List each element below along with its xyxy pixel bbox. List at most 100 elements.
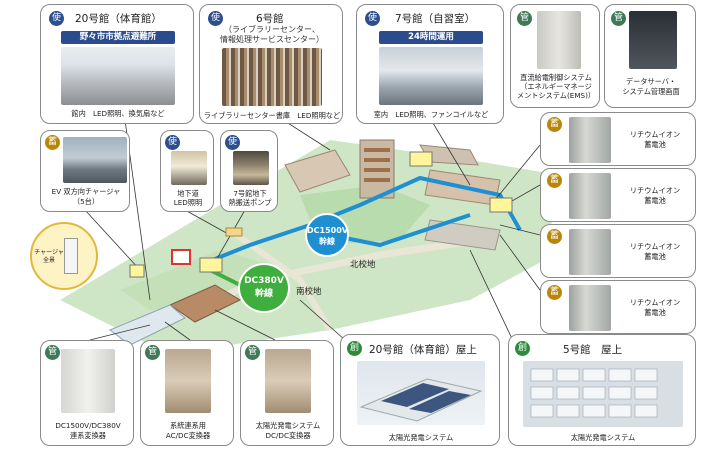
dataserver-caption-2: システム管理画面	[622, 87, 680, 96]
equipment-markers	[129, 151, 513, 278]
battery-caption-1: リチウムイオン	[629, 130, 681, 139]
mgmt-badge: 管	[45, 345, 60, 360]
library-caption: ライブラリーセンター書庫 LED照明など	[203, 111, 341, 120]
use-badge: 使	[165, 135, 180, 150]
ems-caption-3: メントシステム(EMS)）	[516, 91, 596, 100]
gen-badge: 創	[347, 341, 362, 356]
dc-converter-photo	[61, 349, 115, 413]
gym-caption: 館内 LED照明、換気扇など	[71, 109, 165, 118]
bubble-caption-2: 全景	[42, 257, 55, 264]
solar-array-graphic	[523, 361, 683, 427]
underpass-caption-2: LED照明	[173, 198, 203, 207]
acdc-converter-caption-2: AC/DC変換器	[165, 431, 211, 440]
store-badge: 蓄	[547, 285, 562, 300]
battery-photo	[569, 117, 611, 163]
evacuation-banner: 野々市市拠点避難所	[61, 31, 175, 44]
use-badge: 使	[225, 135, 240, 150]
ems-cabinet-photo	[537, 11, 581, 69]
store-badge: 蓄	[45, 135, 60, 150]
dc380-trunk-label: DC380V 幹線	[238, 263, 290, 313]
battery-photo	[569, 285, 611, 331]
roof5-caption: 太陽光発電システム	[570, 433, 636, 442]
ems-card: 管 直流給電制御システム （エネルギーマネージ メントシステム(EMS)）	[510, 4, 600, 108]
north-campus-label: 北校地	[350, 260, 376, 270]
roof20-card: 創 20号館（体育館）屋上 太陽光発電システム	[340, 334, 500, 446]
underpass-card: 使 地下道 LED照明	[160, 130, 214, 212]
battery-caption-2: 蓄電池	[644, 308, 666, 317]
library-subtitle-1: （ライブラリーセンター、	[224, 25, 320, 34]
bubble-caption-1: チャージャ	[34, 249, 64, 256]
dc1500-trunk-line	[199, 175, 522, 267]
dc380-trunk-text: 幹線	[254, 289, 273, 299]
dc-converter-card: 管 DC1500V/DC380V 連系変換器	[40, 340, 134, 446]
battery-card-4: 蓄 リチウムイオン 蓄電池	[540, 280, 696, 334]
battery-caption-1: リチウムイオン	[629, 186, 681, 195]
battery-photo	[569, 173, 611, 219]
dc-converter-caption-1: DC1500V/DC380V	[55, 421, 121, 430]
dataserver-photo	[629, 11, 677, 69]
selfstudy-caption: 室内 LED照明、ファンコイルなど	[373, 110, 489, 119]
roof20-caption: 太陽光発電システム	[388, 433, 454, 442]
gym-photo	[61, 47, 175, 105]
mgmt-badge: 管	[517, 11, 532, 26]
dc-converter-caption-2: 連系変換器	[70, 431, 106, 440]
ev-charger-card: 蓄 EV 双方向チャージャ （5台）	[40, 130, 130, 212]
pv-dcdc-caption-2: DC/DC変換器	[265, 431, 311, 440]
ev-caption-1: EV 双方向チャージャ	[51, 187, 121, 196]
battery-card-2: 蓄 リチウムイオン 蓄電池	[540, 168, 696, 222]
ems-caption-1: 直流給電制御システム	[520, 73, 592, 82]
library-subtitle-2: 情報処理サービスセンター）	[220, 35, 324, 44]
mgmt-badge: 管	[145, 345, 160, 360]
pv-dcdc-card: 管 太陽光発電システム DC/DC変換器	[240, 340, 334, 446]
battery-caption-2: 蓄電池	[644, 140, 666, 149]
road	[228, 227, 333, 332]
pump-caption-2: 熱搬送ポンプ	[228, 198, 272, 207]
use-badge: 使	[49, 11, 64, 26]
use-badge: 使	[365, 11, 380, 26]
ev-caption-2: （5台）	[72, 197, 100, 206]
south-campus-label: 南校地	[296, 287, 322, 297]
dc1500-trunk-label: DC1500V 幹線	[305, 213, 349, 257]
library-photo	[222, 48, 322, 106]
ems-caption-2: （エネルギーマネージ	[520, 82, 592, 91]
solar-array-graphic	[359, 378, 483, 422]
roof5-solar-photo	[523, 361, 683, 427]
pump-card: 使 7号館地下 熱搬送ポンプ	[220, 130, 278, 212]
acdc-converter-photo	[165, 349, 211, 413]
store-badge: 蓄	[547, 117, 562, 132]
selfstudy-title: 7号館（自習室）	[395, 13, 476, 25]
ev-charger-bubble: チャージャ 全景	[30, 222, 98, 290]
library-title: 6号館	[256, 13, 284, 25]
mgmt-badge: 管	[245, 345, 260, 360]
battery-caption-2: 蓄電池	[644, 196, 666, 205]
selfstudy-card: 使 7号館（自習室） 24時間運用 室内 LED照明、ファンコイルなど	[356, 4, 504, 124]
charger-unit	[64, 238, 78, 274]
underpass-caption-1: 地下道	[177, 189, 199, 198]
mgmt-badge: 管	[611, 11, 626, 26]
acdc-converter-card: 管 系統連系用 AC/DC変換器	[140, 340, 234, 446]
dc1500-trunk-text: 幹線	[319, 237, 335, 246]
gen-badge: 創	[515, 341, 530, 356]
battery-card-1: 蓄 リチウムイオン 蓄電池	[540, 112, 696, 166]
dc380-voltage: DC380V	[244, 276, 284, 286]
24h-banner: 24時間運用	[379, 31, 483, 44]
gym-title: 20号館（体育館）	[75, 13, 162, 25]
use-badge: 使	[208, 11, 223, 26]
dc1500-voltage: DC1500V	[307, 226, 348, 235]
store-badge: 蓄	[547, 173, 562, 188]
roof20-title: 20号館（体育館）屋上	[369, 344, 477, 356]
acdc-converter-caption-1: 系統連系用	[170, 421, 206, 430]
pump-photo	[233, 151, 269, 185]
store-badge: 蓄	[547, 229, 562, 244]
pv-dcdc-photo	[265, 349, 311, 413]
ev-parking-photo	[63, 137, 127, 183]
roof20-solar-photo	[357, 361, 485, 425]
battery-caption-2: 蓄電池	[644, 252, 666, 261]
pv-dcdc-caption-1: 太陽光発電システム	[255, 421, 321, 430]
selfstudy-photo	[379, 47, 483, 105]
library-card: 使 6号館 （ライブラリーセンター、 情報処理サービスセンター） ライブラリーセ…	[199, 4, 343, 124]
underpass-photo	[171, 151, 207, 185]
battery-caption-1: リチウムイオン	[629, 242, 681, 251]
battery-photo	[569, 229, 611, 275]
battery-card-3: 蓄 リチウムイオン 蓄電池	[540, 224, 696, 278]
